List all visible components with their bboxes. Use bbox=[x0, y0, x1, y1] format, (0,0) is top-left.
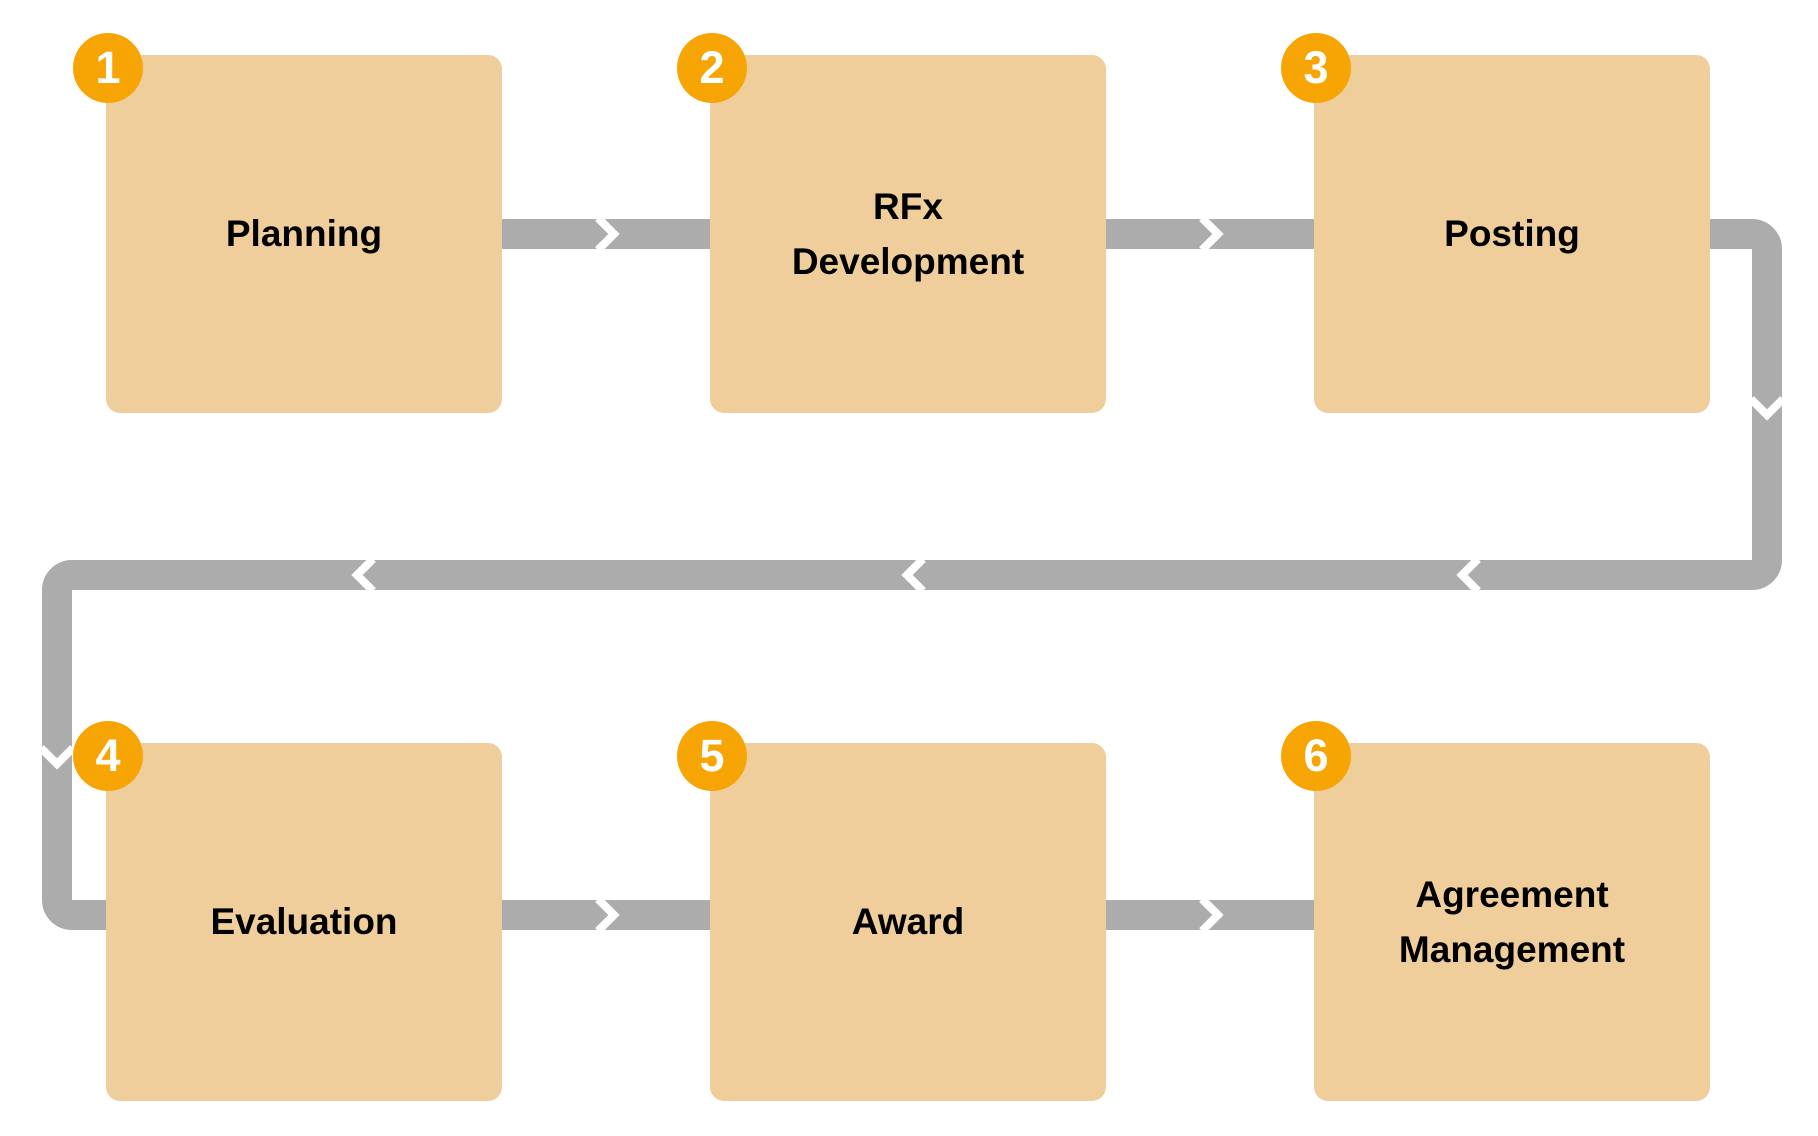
step-label: Award bbox=[851, 901, 965, 943]
chevron-right-icon bbox=[1199, 896, 1224, 934]
chevron-right-icon bbox=[595, 896, 620, 934]
chevron-right-icon bbox=[1199, 215, 1224, 253]
step-label: RFx Development bbox=[791, 185, 1025, 283]
step-number-badge: 5 bbox=[677, 721, 747, 791]
chevron-down-icon bbox=[1748, 396, 1786, 421]
step-box-award: Award bbox=[710, 743, 1106, 1101]
step-box-rfx-development: RFx Development bbox=[710, 55, 1106, 413]
chevron-left-icon bbox=[1456, 556, 1481, 594]
chevron-left-icon bbox=[901, 556, 926, 594]
step-box-planning: Planning bbox=[106, 55, 502, 413]
chevron-left-icon bbox=[351, 556, 376, 594]
step-label: Posting bbox=[1444, 213, 1580, 255]
step-box-evaluation: Evaluation bbox=[106, 743, 502, 1101]
step-box-agreement-management: Agreement Management bbox=[1314, 743, 1710, 1101]
step-number-badge: 6 bbox=[1281, 721, 1351, 791]
step-number-badge: 4 bbox=[73, 721, 143, 791]
step-label: Planning bbox=[225, 213, 383, 255]
step-label: Agreement Management bbox=[1398, 873, 1626, 971]
step-number-badge: 2 bbox=[677, 33, 747, 103]
step-number-badge: 1 bbox=[73, 33, 143, 103]
step-label: Evaluation bbox=[210, 901, 398, 943]
step-number-badge: 3 bbox=[1281, 33, 1351, 103]
chevron-down-icon bbox=[38, 745, 76, 770]
chevron-right-icon bbox=[595, 215, 620, 253]
step-box-posting: Posting bbox=[1314, 55, 1710, 413]
